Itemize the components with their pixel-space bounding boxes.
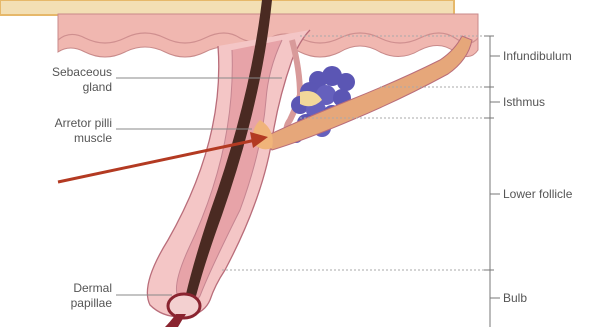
label-arrector-2: muscle [74,131,112,145]
label-dermal-1: Dermal [73,281,112,295]
label-lower-follicle: Lower follicle [503,187,573,201]
label-sebaceous-2: gland [83,80,112,94]
region-bracket [484,36,500,327]
label-infundibulum: Infundibulum [503,49,572,63]
label-isthmus: Isthmus [503,95,545,109]
label-arrector-1: Arretor pilli [55,116,112,130]
label-bulb: Bulb [503,291,527,305]
label-dermal-2: papillae [71,296,113,310]
label-sebaceous-1: Sebaceous [52,65,112,79]
callout-box [0,0,454,15]
